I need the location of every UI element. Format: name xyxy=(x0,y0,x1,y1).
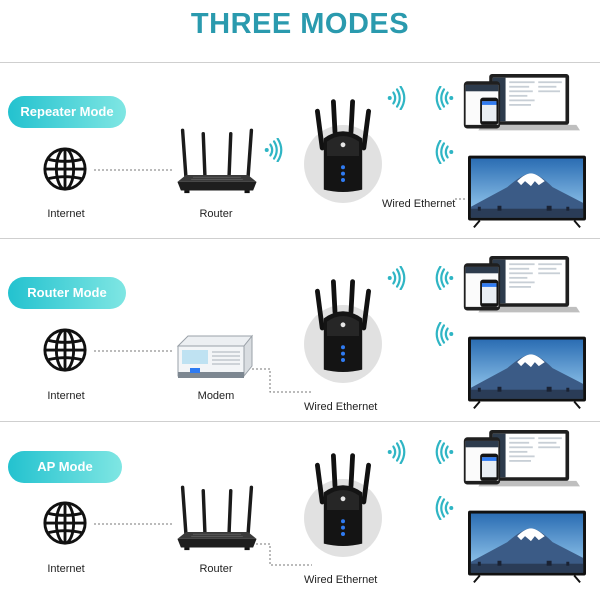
globe-icon xyxy=(42,327,88,373)
wifi-signal-icon xyxy=(387,440,407,464)
router-icon xyxy=(174,485,260,555)
globe-icon xyxy=(42,146,88,192)
link-dashed-line xyxy=(94,169,174,171)
globe-icon xyxy=(42,500,88,546)
router-icon xyxy=(174,128,260,198)
page-title: THREE MODES xyxy=(190,8,410,40)
wifi-signal-icon xyxy=(434,496,454,520)
laptop-phone-icon xyxy=(462,72,580,136)
laptop-phone-icon xyxy=(462,254,580,318)
mode-pill-router: Router Mode xyxy=(8,277,126,309)
top-divider xyxy=(0,62,600,63)
wifi-signal-icon xyxy=(434,440,454,464)
internet-label: Internet xyxy=(47,563,85,575)
wifi-signal-icon xyxy=(387,86,407,110)
link-dashed-line xyxy=(256,543,312,566)
modem-icon xyxy=(174,334,254,384)
wifi-signal-icon xyxy=(434,140,454,164)
extender-icon xyxy=(311,88,375,208)
router-label: Router xyxy=(199,563,233,575)
modem-label: Modem xyxy=(197,390,235,402)
tv-icon xyxy=(468,336,586,410)
tv-icon xyxy=(468,155,586,229)
laptop-phone-icon xyxy=(462,428,580,492)
link-dashed-line xyxy=(94,523,174,525)
mode-pill-repeater: Repeater Mode xyxy=(8,96,126,128)
section-divider xyxy=(0,421,600,422)
wired-ethernet-label: Wired Ethernet xyxy=(382,198,456,210)
wifi-signal-icon xyxy=(264,138,284,162)
link-dashed-line xyxy=(252,368,312,393)
tv-icon xyxy=(468,510,586,584)
wifi-signal-icon xyxy=(387,266,407,290)
internet-label: Internet xyxy=(47,390,85,402)
wired-ethernet-label: Wired Ethernet xyxy=(304,401,378,413)
section-divider xyxy=(0,238,600,239)
mode-pill-ap: AP Mode xyxy=(8,451,122,483)
wifi-signal-icon xyxy=(434,322,454,346)
extender-icon xyxy=(311,268,375,388)
internet-label: Internet xyxy=(47,208,85,220)
wired-ethernet-label: Wired Ethernet xyxy=(304,574,378,586)
extender-icon xyxy=(311,442,375,562)
link-dashed-line xyxy=(455,198,467,200)
wifi-signal-icon xyxy=(434,86,454,110)
link-dashed-line xyxy=(94,350,174,352)
wifi-signal-icon xyxy=(434,266,454,290)
router-label: Router xyxy=(199,208,233,220)
